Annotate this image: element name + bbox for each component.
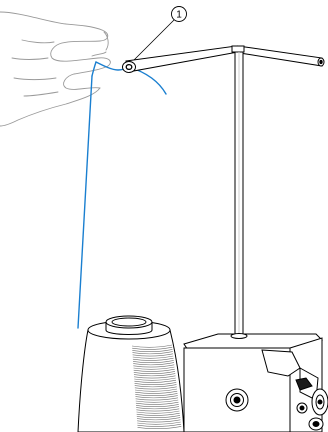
- thread: [78, 62, 166, 328]
- callout-1: 1: [134, 7, 187, 61]
- callout-label: 1: [176, 10, 182, 21]
- bobbin-winder-base: [184, 334, 328, 432]
- bobbin-winder-stand: [123, 46, 325, 334]
- thread-spool: [78, 316, 184, 432]
